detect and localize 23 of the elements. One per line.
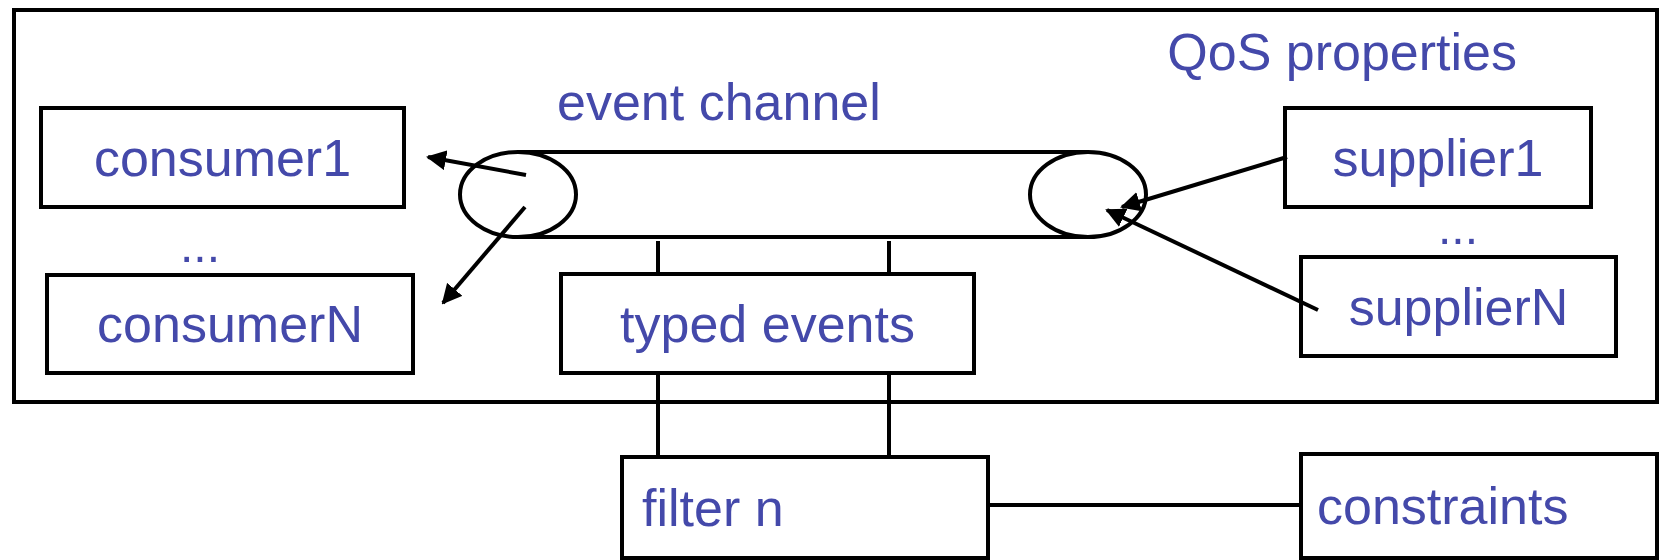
node-label: constraints xyxy=(1316,480,1569,532)
component-box xyxy=(559,272,976,375)
connector-line xyxy=(887,241,891,272)
component-box xyxy=(39,106,406,209)
ellipsis-text: ... xyxy=(1438,204,1478,252)
component-box xyxy=(1299,255,1618,358)
node-label: filter n xyxy=(641,481,784,534)
arrow xyxy=(426,150,527,177)
connector-line xyxy=(656,375,660,455)
arrow xyxy=(441,205,527,305)
connector-line xyxy=(990,503,1299,507)
heading-text: event channel xyxy=(556,76,881,128)
node-label: consumerN xyxy=(97,298,363,350)
component-box xyxy=(1283,106,1593,209)
component-box xyxy=(620,455,990,560)
component-box xyxy=(1299,452,1659,560)
arrow xyxy=(1105,208,1319,312)
component-box xyxy=(45,273,415,375)
group-frame xyxy=(12,8,1659,404)
ellipsis-text: ... xyxy=(180,222,220,270)
connector-line xyxy=(887,375,891,455)
connector-line xyxy=(656,241,660,272)
node-label: consumer1 xyxy=(93,131,352,184)
